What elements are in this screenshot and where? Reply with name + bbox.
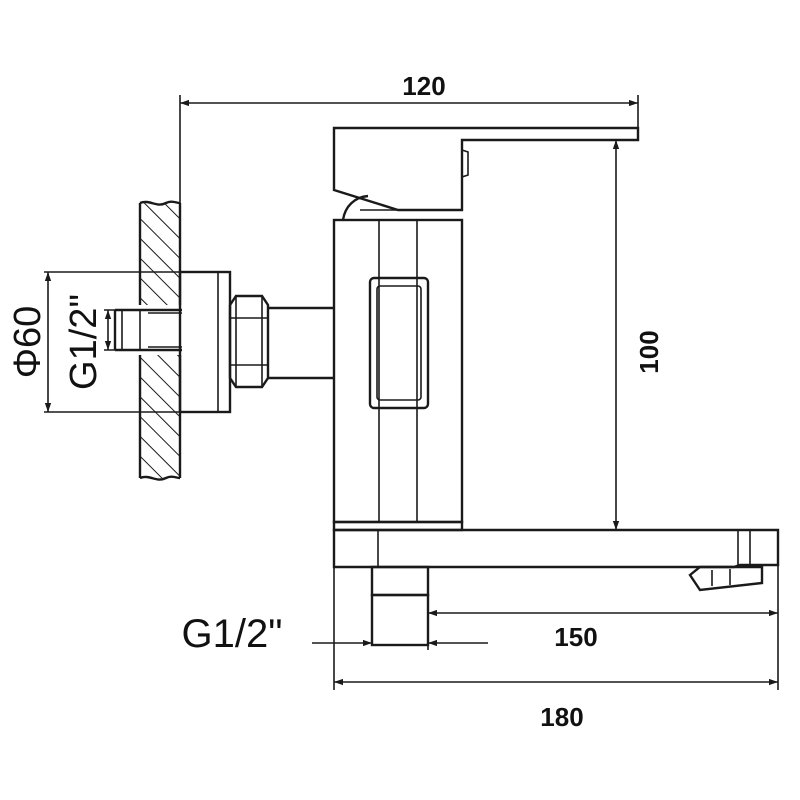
dim-180-label: 180 (540, 702, 583, 732)
escutcheon-flange (178, 270, 232, 414)
spout (332, 528, 780, 592)
flange-diameter-label: Φ60 (7, 306, 49, 379)
wall-thread-label: G1/2" (63, 294, 105, 390)
dim-100-label: 100 (634, 330, 664, 373)
outlet-connector (370, 565, 430, 647)
dim-120-label: 120 (402, 71, 445, 101)
dim-150-label: 150 (554, 622, 597, 652)
mixer-body (332, 218, 464, 524)
hex-nut (228, 294, 270, 389)
inlet-pipe (268, 306, 334, 380)
outlet-thread-label: G1/2" (182, 612, 283, 656)
dimension-lines (44, 95, 779, 690)
lever-handle (332, 126, 640, 221)
wall-thread-connector (112, 305, 184, 355)
